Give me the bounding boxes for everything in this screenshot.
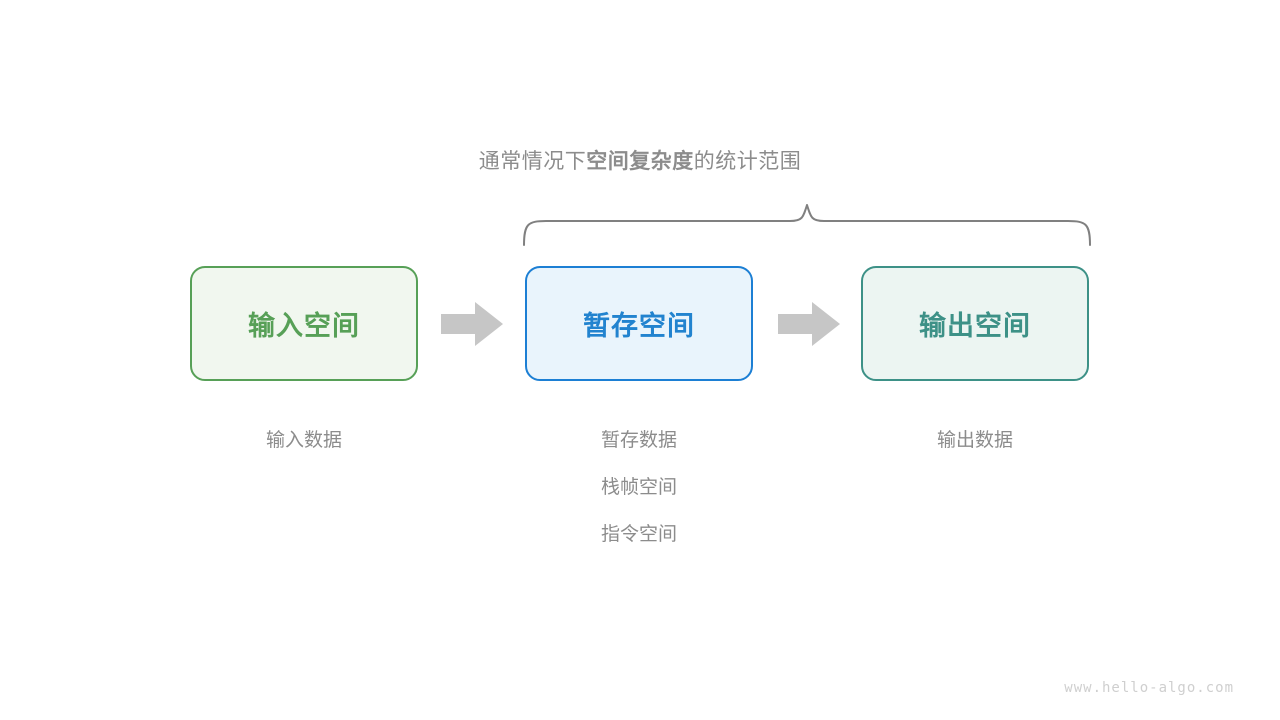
box-temp-space-label: 暂存空间 bbox=[583, 311, 695, 341]
input-details-list: 输入数据 bbox=[184, 417, 424, 464]
list-item: 输入数据 bbox=[265, 430, 342, 451]
box-input-space[interactable]: 输入空间 bbox=[190, 266, 418, 381]
right-arrow-icon bbox=[441, 302, 503, 346]
list-item: 暂存数据 bbox=[600, 430, 677, 451]
caption-prefix: 通常情况下 bbox=[478, 150, 587, 173]
list-item: 栈帧空间 bbox=[600, 477, 677, 498]
caption-suffix: 的统计范围 bbox=[693, 150, 802, 173]
caption-emphasis: 空间复杂度 bbox=[586, 150, 694, 173]
watermark: www.hello-algo.com bbox=[1064, 680, 1234, 696]
brace-caption: 通常情况下空间复杂度的统计范围 bbox=[0, 145, 1280, 175]
box-output-space[interactable]: 输出空间 bbox=[861, 266, 1089, 381]
box-temp-space[interactable]: 暂存空间 bbox=[525, 266, 753, 381]
temp-details-list: 暂存数据 栈帧空间 指令空间 bbox=[519, 417, 759, 558]
output-details-list: 输出数据 bbox=[855, 417, 1095, 464]
box-input-space-label: 输入空间 bbox=[248, 311, 360, 341]
list-item: 指令空间 bbox=[600, 524, 677, 545]
right-arrow-icon bbox=[778, 302, 840, 346]
list-item: 输出数据 bbox=[936, 430, 1013, 451]
box-output-space-label: 输出空间 bbox=[919, 311, 1031, 341]
